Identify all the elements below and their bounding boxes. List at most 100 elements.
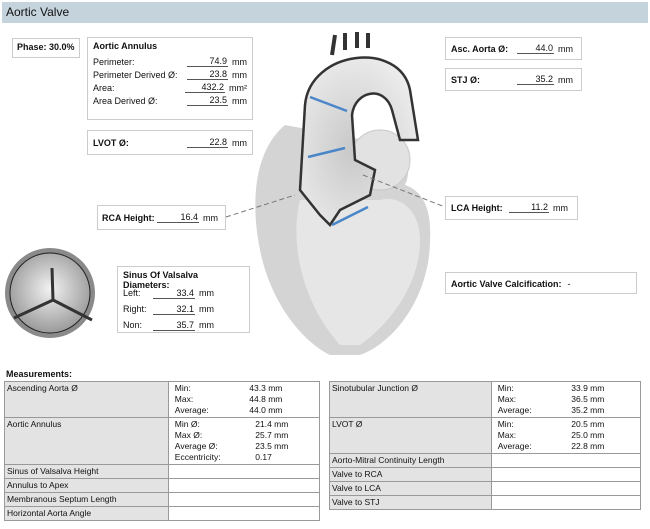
value-label: Average:	[497, 441, 532, 451]
row-values	[167, 506, 321, 521]
value: 35.2 mm	[571, 405, 605, 415]
lvot-panel: LVOT Ø: 22.8 mm	[87, 130, 253, 155]
value: 44.0 mm	[249, 405, 283, 415]
stj-panel: STJ Ø: 35.2 mm	[445, 68, 582, 91]
value-label: Max:	[174, 394, 194, 404]
unit: mm	[232, 95, 247, 106]
calcification-value: -	[567, 278, 571, 289]
sinus-left-value: 33.4	[153, 288, 195, 299]
row-values	[490, 481, 642, 496]
table-row: Membranous Septum Length	[4, 492, 321, 507]
row-label: Sinotubular Junction Ø	[329, 381, 492, 418]
unit: mm	[553, 202, 568, 213]
row-label: Aortic Annulus	[4, 417, 169, 465]
value: 33.9 mm	[571, 383, 605, 393]
sinus-right-label: Right:	[123, 304, 147, 314]
perimeter-derived-value: 23.8	[186, 69, 228, 80]
row-values	[167, 464, 321, 479]
window-title: Aortic Valve	[2, 2, 648, 23]
value-label: Average:	[174, 405, 209, 415]
rca-height-value: 16.4	[157, 212, 199, 223]
row-label: Annulus to Apex	[4, 478, 169, 493]
table-row: Sinus of Valsalva Height	[4, 464, 321, 479]
value-label: Max:	[497, 430, 517, 440]
unit: mm	[558, 74, 573, 85]
value-label: Min Ø:	[174, 419, 200, 429]
calcification-panel: Aortic Valve Calcification:-	[445, 272, 637, 294]
value: 36.5 mm	[571, 394, 605, 404]
value-label: Average Ø:	[174, 441, 218, 451]
row-values: Min: 43.3 mm Max: 44.8 mm Average: 44.0 mm	[167, 381, 321, 418]
sinus-right-value: 32.1	[153, 304, 195, 315]
value: 0.17	[255, 452, 272, 462]
table-row: Valve to LCA	[329, 481, 642, 496]
rca-height-label: RCA Height:	[102, 212, 155, 223]
unit: mm	[199, 320, 214, 330]
sinus-non-value: 35.7	[153, 320, 195, 331]
row-label: Sinus of Valsalva Height	[4, 464, 169, 479]
aorta	[298, 56, 420, 227]
asc-aorta-label: Asc. Aorta Ø:	[451, 43, 509, 54]
measurements-title: Measurements:	[6, 369, 73, 379]
value: 21.4 mm	[255, 419, 289, 429]
area-value: 432.2	[184, 82, 225, 93]
value: 22.8 mm	[571, 441, 605, 451]
value: 23.5 mm	[255, 441, 289, 451]
row-values: Min Ø: 21.4 mm Max Ø: 25.7 mm Average Ø: 23.5…	[167, 417, 321, 465]
value: 20.5 mm	[571, 419, 605, 429]
value-label: Min:	[174, 383, 191, 393]
unit: mm	[558, 43, 573, 54]
area-derived-value: 23.5	[186, 95, 228, 106]
stj-label: STJ Ø:	[451, 74, 481, 85]
row-label: Valve to LCA	[329, 481, 492, 496]
row-values	[490, 495, 642, 510]
unit: mm	[203, 212, 218, 223]
row-values	[490, 453, 642, 468]
table-row: Valve to RCA	[329, 467, 642, 482]
value: 43.3 mm	[249, 383, 283, 393]
row-values	[167, 492, 321, 507]
measurement-arrows	[307, 95, 369, 227]
valve-icon	[5, 248, 95, 338]
sinus-title: Sinus Of Valsalva Diameters:	[123, 270, 199, 290]
table-row: Valve to STJ	[329, 495, 642, 510]
value-label: Max Ø:	[174, 430, 203, 440]
lvot-label: LVOT Ø:	[93, 137, 129, 148]
unit: mm	[199, 288, 214, 298]
row-label: LVOT Ø	[329, 417, 492, 454]
area-derived-label: Area Derived Ø:	[93, 95, 158, 106]
sinus-non-label: Non:	[123, 320, 143, 330]
row-label: Membranous Septum Length	[4, 492, 169, 507]
perimeter-label: Perimeter:	[93, 56, 135, 67]
row-label: Horizontal Aorta Angle	[4, 506, 169, 521]
row-values	[167, 478, 321, 493]
unit: mm	[232, 137, 247, 148]
table-row: Annulus to Apex	[4, 478, 321, 493]
value: 25.0 mm	[571, 430, 605, 440]
phase-indicator: Phase: 30.0%	[12, 38, 80, 58]
perimeter-value: 74.9	[186, 56, 228, 67]
unit: mm	[199, 304, 214, 314]
table-row: Ascending Aorta Ø Min: 43.3 mm Max: 44.8 mm A…	[4, 381, 321, 418]
unit: mm	[232, 56, 247, 67]
lvot-value: 22.8	[186, 137, 228, 148]
leader-lines	[225, 174, 446, 218]
row-label: Ascending Aorta Ø	[4, 381, 169, 418]
perimeter-derived-label: Perimeter Derived Ø:	[93, 69, 178, 80]
stj-value: 35.2	[517, 74, 554, 85]
table-row: Aorto-Mitral Continuity Length	[329, 453, 642, 468]
unit: mm²	[229, 82, 247, 93]
row-label: Aorto-Mitral Continuity Length	[329, 453, 492, 468]
value: 44.8 mm	[249, 394, 283, 404]
table-row: Horizontal Aorta Angle	[4, 506, 321, 521]
lca-height-label: LCA Height:	[451, 202, 503, 213]
value: 25.7 mm	[255, 430, 289, 440]
